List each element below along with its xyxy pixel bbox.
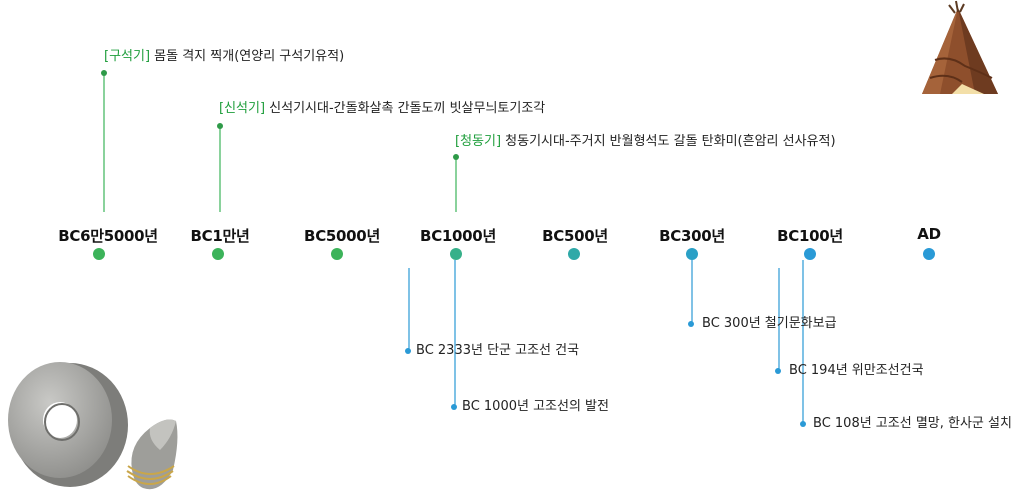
year-node-1 [93,248,105,260]
era-tag: [청동기] [455,134,501,149]
era-label-neolithic: [신석기] 신석기시대-간돌화살촉 간돌도끼 빗살무늬토기조각 [219,101,545,117]
event-dot-3 [688,321,694,327]
year-label: BC300년 [659,225,725,246]
event-label: BC 300년 철기문화보급 [702,316,837,332]
era-connector-dot-2 [217,123,223,129]
era-tag: [구석기] [104,49,150,64]
year-label: AD [917,225,940,243]
year-node-2 [212,248,224,260]
event-dot-1 [405,348,411,354]
event-dot-5 [800,421,806,427]
year-node-7 [804,248,816,260]
year-label: BC1만년 [191,225,250,246]
era-text: 신석기시대-간돌화살촉 간돌도끼 빗살무늬토기조각 [269,101,545,116]
year-label: BC6만5000년 [58,225,158,246]
year-node-3 [331,248,343,260]
era-connector-dot-1 [101,70,107,76]
teepee-hut-icon [922,1,998,94]
era-label-paleolithic: [구석기] 몸돌 격지 찍개(연양리 구석기유적) [104,49,344,65]
stone-tool-icon [127,420,177,490]
event-label: BC 2333년 단군 고조선 건국 [416,343,579,359]
event-dot-4 [775,368,781,374]
year-label: BC100년 [777,225,843,246]
event-dot-2 [451,404,457,410]
year-node-5 [568,248,580,260]
year-node-4 [450,248,462,260]
event-label: BC 194년 위만조선건국 [789,363,924,379]
year-node-8 [923,248,935,260]
event-label: BC 108년 고조선 멸망, 한사군 설치 [813,416,1012,432]
year-node-6 [686,248,698,260]
year-label: BC500년 [542,225,608,246]
event-label: BC 1000년 고조선의 발전 [462,399,609,415]
stone-ring-icon [8,362,128,487]
era-connector-dot-3 [453,154,459,160]
era-tag: [신석기] [219,101,265,116]
year-label: BC1000년 [420,225,496,246]
era-label-bronze-age: [청동기] 청동기시대-주거지 반월형석도 갈돌 탄화미(흔암리 선사유적) [455,134,836,150]
era-text: 청동기시대-주거지 반월형석도 갈돌 탄화미(흔암리 선사유적) [505,134,835,149]
era-text: 몸돌 격지 찍개(연양리 구석기유적) [154,49,344,64]
year-label: BC5000년 [304,225,380,246]
